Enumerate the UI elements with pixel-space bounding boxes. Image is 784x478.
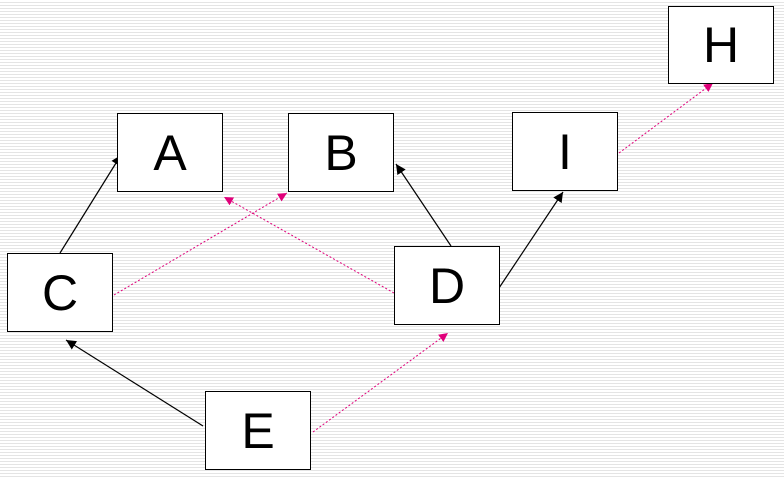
node-i-label: I — [558, 123, 572, 180]
edge-d-to-b — [395, 163, 452, 247]
node-b-label: B — [324, 124, 358, 181]
node-c: C — [7, 253, 113, 332]
node-c-label: C — [41, 264, 79, 321]
edge-d-to-i — [498, 191, 564, 289]
edge-e-to-d — [312, 332, 449, 433]
edge-d-to-a — [223, 196, 395, 294]
node-h: H — [668, 6, 774, 84]
node-d-label: D — [428, 257, 466, 314]
node-a: A — [117, 113, 223, 192]
edge-i-to-h — [618, 82, 714, 154]
node-a-label: A — [153, 124, 187, 181]
node-d: D — [394, 246, 500, 325]
node-e: E — [205, 391, 311, 470]
node-e-label: E — [241, 402, 275, 459]
node-h-label: H — [702, 17, 740, 73]
edge-e-to-c — [65, 339, 204, 427]
edge-c-to-b — [113, 192, 288, 296]
node-b: B — [288, 113, 394, 192]
node-i: I — [512, 112, 618, 191]
edge-c-to-a — [59, 154, 122, 254]
